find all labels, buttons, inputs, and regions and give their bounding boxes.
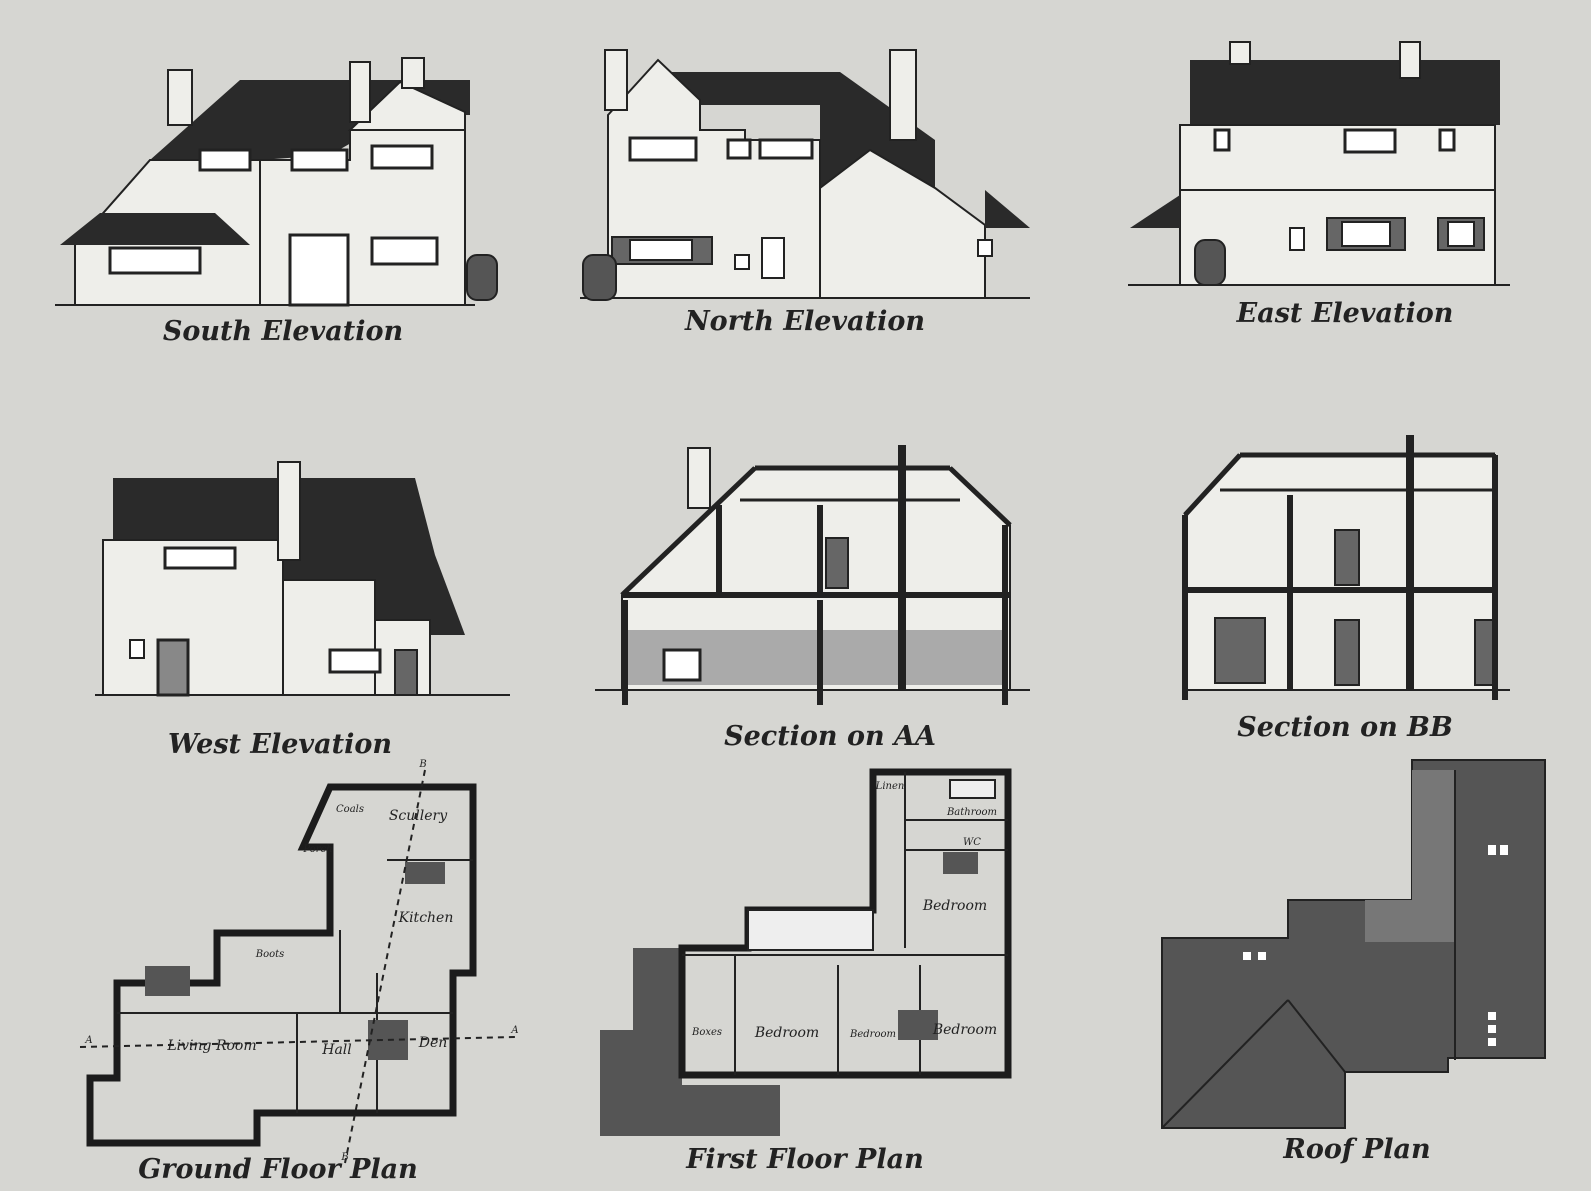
gf-section-mark-a-left: A xyxy=(84,1035,92,1046)
ff-room-wc: WC xyxy=(963,837,981,848)
east-elevation xyxy=(1128,41,1510,286)
gf-room-coals: Coals xyxy=(336,804,364,815)
gf-room-den: Den xyxy=(418,1035,448,1051)
ff-room-boxes: Boxes xyxy=(691,1027,722,1038)
ff-room-bedroom-e: Bedroom xyxy=(932,1022,997,1038)
ff-room-bedroom-w: Bedroom xyxy=(754,1025,819,1041)
ff-room-bedroom-ne: Bedroom xyxy=(922,898,987,914)
south-elevation-caption: South Elevation xyxy=(163,316,403,347)
first-floor-plan xyxy=(600,768,1012,1136)
gf-room-porch: Porch xyxy=(302,844,332,855)
gf-room-living-room: Living Room xyxy=(166,1038,256,1054)
first-floor-plan-caption: First Floor Plan xyxy=(685,1144,923,1175)
west-elevation-caption: West Elevation xyxy=(168,729,392,760)
roof-plan-caption: Roof Plan xyxy=(1282,1134,1430,1165)
ff-room-linen: Linen xyxy=(875,781,905,792)
gf-section-mark-b-top: B xyxy=(418,759,426,770)
gf-room-boots: Boots xyxy=(255,949,285,960)
section-aa-caption: Section on AA xyxy=(724,721,936,752)
south-elevation xyxy=(55,57,498,307)
ff-room-bedroom-c: Bedroom xyxy=(849,1029,896,1040)
section-aa xyxy=(595,445,1030,705)
gf-section-mark-b-bottom: B xyxy=(340,1152,348,1163)
gf-room-hall: Hall xyxy=(321,1042,352,1058)
section-bb-caption: Section on BB xyxy=(1237,712,1453,743)
ground-floor-plan xyxy=(79,769,516,1164)
section-bb xyxy=(1182,435,1510,700)
gf-room-kitchen: Kitchen xyxy=(398,910,454,926)
north-elevation xyxy=(580,49,1030,301)
west-elevation xyxy=(95,461,510,697)
east-elevation-caption: East Elevation xyxy=(1236,298,1454,329)
ff-room-bathroom: Bathroom xyxy=(946,807,997,818)
roof-plan xyxy=(1161,759,1546,1129)
gf-room-scullery: Scullery xyxy=(389,808,448,824)
ground-floor-plan-caption: Ground Floor Plan xyxy=(138,1154,418,1185)
gf-section-mark-a-right: A xyxy=(510,1025,518,1036)
north-elevation-caption: North Elevation xyxy=(684,306,925,337)
